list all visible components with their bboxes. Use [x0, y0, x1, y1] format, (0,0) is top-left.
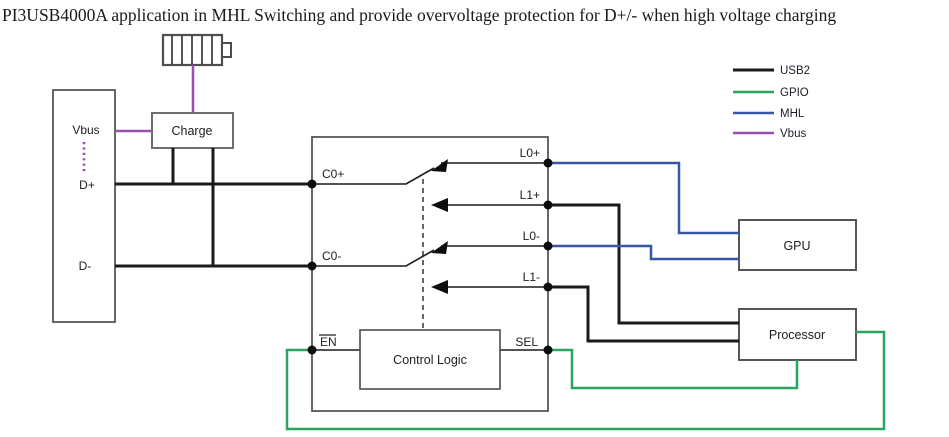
switch1-arrow-icon: [431, 159, 448, 172]
l1minus-to-processor-wire: [548, 285, 739, 343]
battery-icon: [161, 33, 232, 67]
legend-label-usb2: USB2: [780, 65, 810, 77]
switch2-pole-wire: [312, 249, 435, 267]
pin-label-dminus: D-: [79, 259, 92, 273]
legend-label-mhl: MHL: [780, 108, 805, 120]
pin-label-l1minus: L1-: [523, 270, 540, 284]
connection-dots: [307, 158, 553, 355]
l0plus-dot: [543, 158, 553, 168]
processor-label: Processor: [769, 328, 825, 342]
l0minus-dot: [543, 241, 553, 251]
pin-label-l0minus: L0-: [523, 229, 540, 243]
switch2-arrow-icon: [431, 241, 448, 254]
control-logic-label: Control Logic: [393, 353, 467, 367]
sel-dot: [543, 345, 553, 355]
gpu-block: [738, 219, 857, 271]
l1minus-arrow-icon: [431, 280, 448, 294]
pin-label-l1plus: L1+: [520, 188, 540, 202]
l1plus-arrow-icon: [431, 198, 448, 212]
pin-label-sel: SEL: [515, 335, 538, 349]
charge-label: Charge: [172, 124, 213, 138]
pin-label-dplus: D+: [79, 178, 95, 192]
page-title: PI3USB4000A application in MHL Switching…: [2, 5, 836, 25]
pin-label-en: EN: [320, 335, 337, 349]
connector-block: [52, 89, 116, 323]
gpu-label: GPU: [783, 239, 810, 253]
pin-label-l0plus: L0+: [520, 146, 540, 160]
c0plus-dot: [307, 179, 317, 189]
processor-block: [738, 308, 857, 361]
c0minus-dot: [307, 261, 317, 271]
l1plus-dot: [543, 200, 553, 210]
l1minus-dot: [543, 282, 553, 292]
control-logic-block: [359, 329, 501, 390]
battery-cells: [171, 36, 213, 64]
legend: USB2 GPIO MHL Vbus: [733, 65, 810, 140]
pin-label-c0plus: C0+: [322, 167, 344, 181]
legend-label-gpio: GPIO: [780, 87, 809, 99]
pin-label-c0minus: C0-: [322, 249, 341, 263]
pin-label-vbus: Vbus: [72, 123, 99, 137]
processor-to-en-wire: [285, 330, 886, 431]
en-dot: [307, 345, 317, 355]
switch1-pole-wire: [312, 167, 435, 185]
battery-terminal: [221, 42, 232, 58]
l0minus-to-gpu-wire: [548, 244, 739, 261]
l0plus-to-gpu-wire: [548, 161, 739, 235]
legend-label-vbus: Vbus: [780, 128, 806, 140]
l1plus-to-processor-wire: [548, 203, 739, 325]
sel-to-processor-wire: [548, 348, 799, 390]
